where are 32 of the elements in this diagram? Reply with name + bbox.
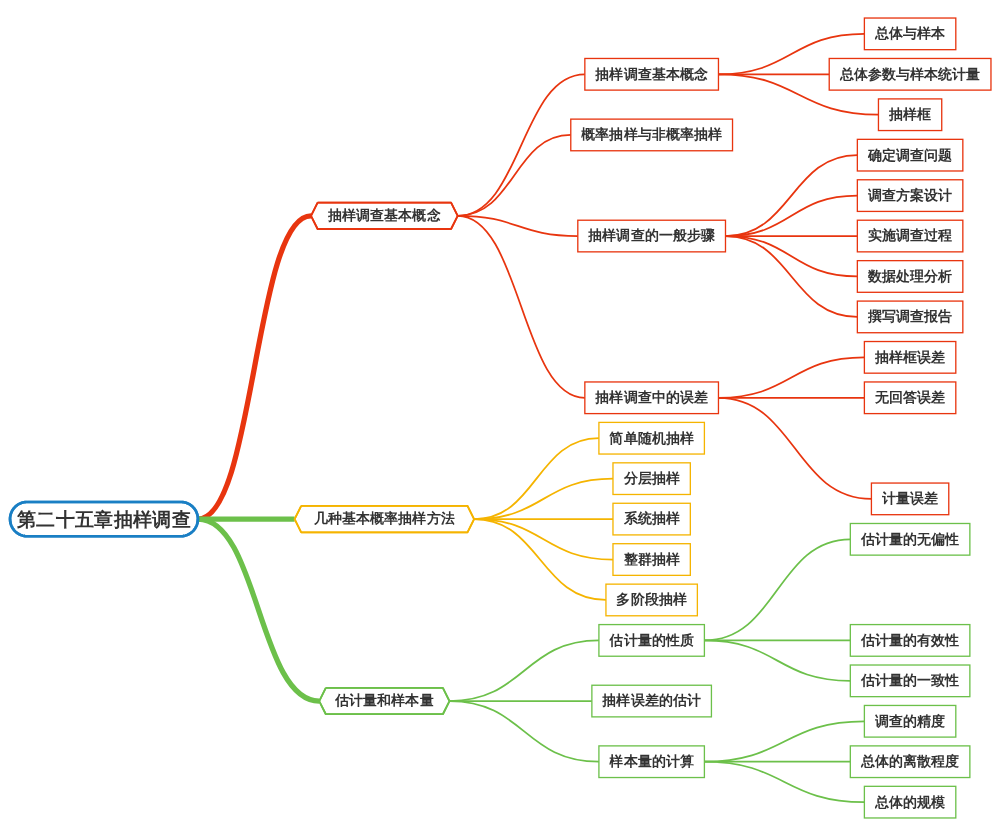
node-box: 抽样框误差 [863,340,957,374]
node-box: 分层抽样 [612,461,691,495]
connector [197,515,295,522]
node-box: 整群抽样 [612,542,691,576]
node-box: 实施调查过程 [856,219,964,252]
node-box: 估计量的性质 [598,623,706,657]
node-box: 抽样框 [877,97,943,131]
node-box: 数据处理分析 [856,259,964,293]
node-box: 总体的离散程度 [849,744,971,778]
node-box: 调查方案设计 [856,178,964,212]
node-box: 无回答误差 [863,380,957,414]
node-box: 计量误差 [870,481,950,515]
node-box: 估计量的有效性 [849,623,971,657]
node-box: 简单随机抽样 [598,421,706,455]
node-box: 估计量的一致性 [849,663,971,697]
connector [197,516,320,704]
connector [724,234,859,318]
node-box: 样本量的计算 [598,744,706,778]
node-box: 估计量的无偏性 [849,522,971,556]
node-box: 撰写调查报告 [856,299,964,333]
node-box: 抽样调查中的误差 [584,380,720,414]
node-box: 抽样调查的一般步骤 [577,219,727,252]
node-box: 总体与样本 [863,16,957,50]
node-box: 总体参数与样本统计量 [828,57,992,91]
node-box: 抽样调查基本概念 [584,57,720,91]
node-box: 抽样误差的估计 [591,684,713,718]
node-box: 系统抽样 [612,502,691,536]
node-box: 确定调查问题 [856,138,964,172]
node-box: 总体的规模 [863,785,957,819]
node-box: 调查的精度 [863,704,957,738]
node-box: 概率抽样与非概率抽样 [570,117,734,151]
node-box: 多阶段抽样 [605,583,698,616]
